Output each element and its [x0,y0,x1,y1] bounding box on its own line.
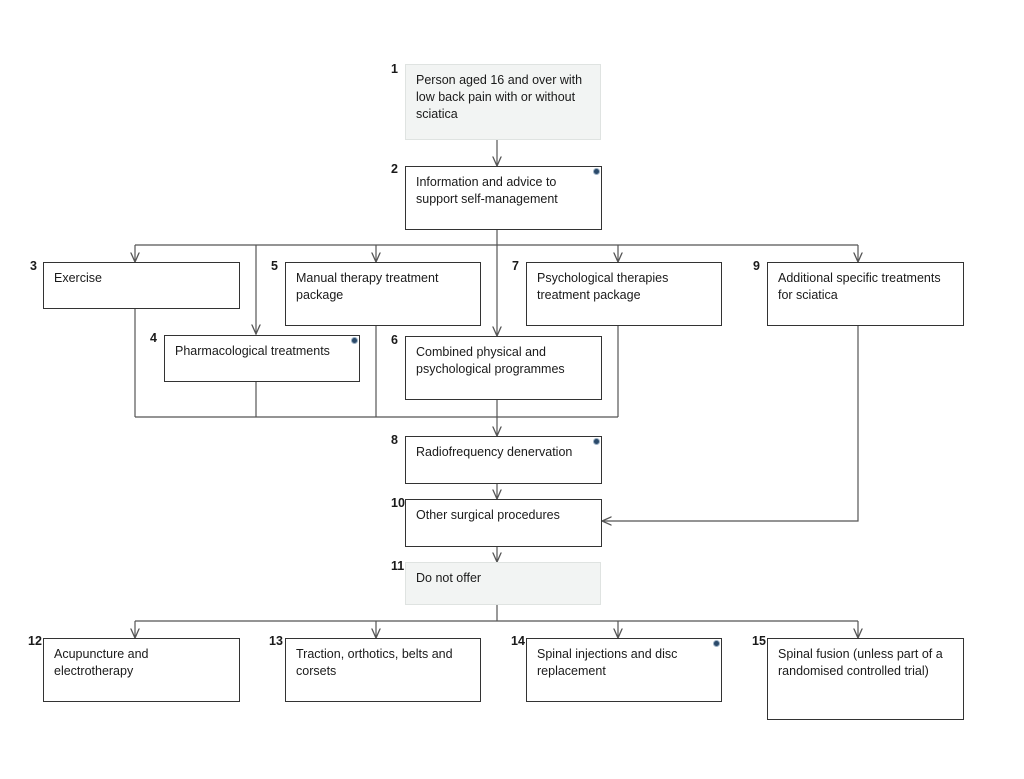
node-8-number: 8 [391,433,398,447]
node-1-box: Person aged 16 and over with low back pa… [405,64,601,140]
node-7-number: 7 [512,259,519,273]
node-12-box: Acupuncture and electrotherapy [43,638,240,702]
info-link-icon[interactable] [593,438,600,445]
node-15-number: 15 [752,634,766,648]
node-10-box: Other surgical procedures [405,499,602,547]
node-11-box: Do not offer [405,562,601,605]
node-8-box: Radiofrequency denervation [405,436,602,484]
node-13-label: Traction, orthotics, belts and corsets [296,647,453,678]
node-14-label: Spinal injections and disc replacement [537,647,678,678]
node-9-label: Additional specific treatments for sciat… [778,271,941,302]
info-link-icon[interactable] [713,640,720,647]
node-5-label: Manual therapy treatment package [296,271,439,302]
node-12-number: 12 [28,634,42,648]
node-13-number: 13 [269,634,283,648]
node-6-label: Combined physical and psychological prog… [416,345,565,376]
node-5-box: Manual therapy treatment package [285,262,481,326]
node-1-number: 1 [391,62,398,76]
node-2-label: Information and advice to support self-m… [416,175,558,206]
node-11-number: 11 [391,559,405,573]
node-8-label: Radiofrequency denervation [416,445,573,459]
node-4-box: Pharmacological treatments [164,335,360,382]
node-9-box: Additional specific treatments for sciat… [767,262,964,326]
node-4-number: 4 [150,331,157,345]
node-6-number: 6 [391,333,398,347]
node-11-label: Do not offer [416,571,482,585]
node-7-label: Psychological therapies treatment packag… [537,271,669,302]
node-2-number: 2 [391,162,398,176]
node-6-box: Combined physical and psychological prog… [405,336,602,400]
node-1-label: Person aged 16 and over with low back pa… [416,73,583,121]
info-link-icon[interactable] [351,337,358,344]
arrow-9-to-10 [602,326,859,521]
node-14-box: Spinal injections and disc replacement [526,638,722,702]
node-10-label: Other surgical procedures [416,508,560,522]
node-13-box: Traction, orthotics, belts and corsets [285,638,481,702]
node-10-number: 10 [391,496,405,510]
node-9-number: 9 [753,259,760,273]
node-14-number: 14 [511,634,525,648]
node-12-label: Acupuncture and electrotherapy [54,647,149,678]
node-7-box: Psychological therapies treatment packag… [526,262,722,326]
node-3-number: 3 [30,259,37,273]
node-5-number: 5 [271,259,278,273]
node-15-label: Spinal fusion (unless part of a randomis… [778,647,943,678]
node-3-label: Exercise [54,271,102,285]
info-link-icon[interactable] [593,168,600,175]
node-2-box: Information and advice to support self-m… [405,166,602,230]
node-15-box: Spinal fusion (unless part of a randomis… [767,638,964,720]
node-4-label: Pharmacological treatments [175,344,330,358]
node-3-box: Exercise [43,262,240,309]
